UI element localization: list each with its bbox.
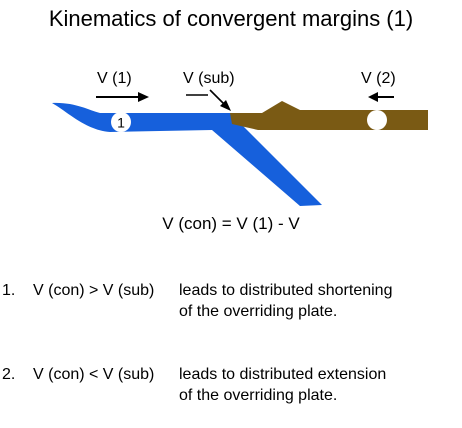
vsub-arrow-icon bbox=[186, 89, 231, 111]
item-text-line2: of the overriding plate. bbox=[179, 387, 338, 404]
item-number: 1. bbox=[2, 282, 16, 299]
item-text-line1: leads to distributed shortening bbox=[179, 282, 393, 299]
item-text-line1: leads to distributed extension bbox=[179, 366, 387, 383]
diagram-title: Kinematics of convergent margins (1) bbox=[48, 6, 414, 31]
v2-label: V (2) bbox=[361, 70, 396, 87]
v1-label: V (1) bbox=[97, 70, 132, 87]
overriding-plate bbox=[230, 101, 428, 130]
item-condition: V (con) < V (sub) bbox=[33, 366, 155, 383]
overriding-plate-marker bbox=[367, 110, 387, 130]
plate-number-label: 1 bbox=[117, 115, 125, 131]
vsub-label: V (sub) bbox=[183, 70, 235, 87]
list-item: 2. V (con) < V (sub) leads to distribute… bbox=[2, 364, 457, 406]
item-number: 2. bbox=[2, 366, 16, 383]
item-text-line2: of the overriding plate. bbox=[179, 303, 338, 320]
subducting-plate-marker bbox=[111, 112, 131, 132]
velocity-equation: V (con) = V (1) - V bbox=[162, 214, 300, 233]
list-item: 1. V (con) > V (sub) leads to distribute… bbox=[2, 280, 457, 322]
v1-arrow-icon bbox=[96, 92, 149, 102]
item-condition: V (con) > V (sub) bbox=[33, 282, 155, 299]
v2-arrow-icon bbox=[368, 92, 394, 102]
